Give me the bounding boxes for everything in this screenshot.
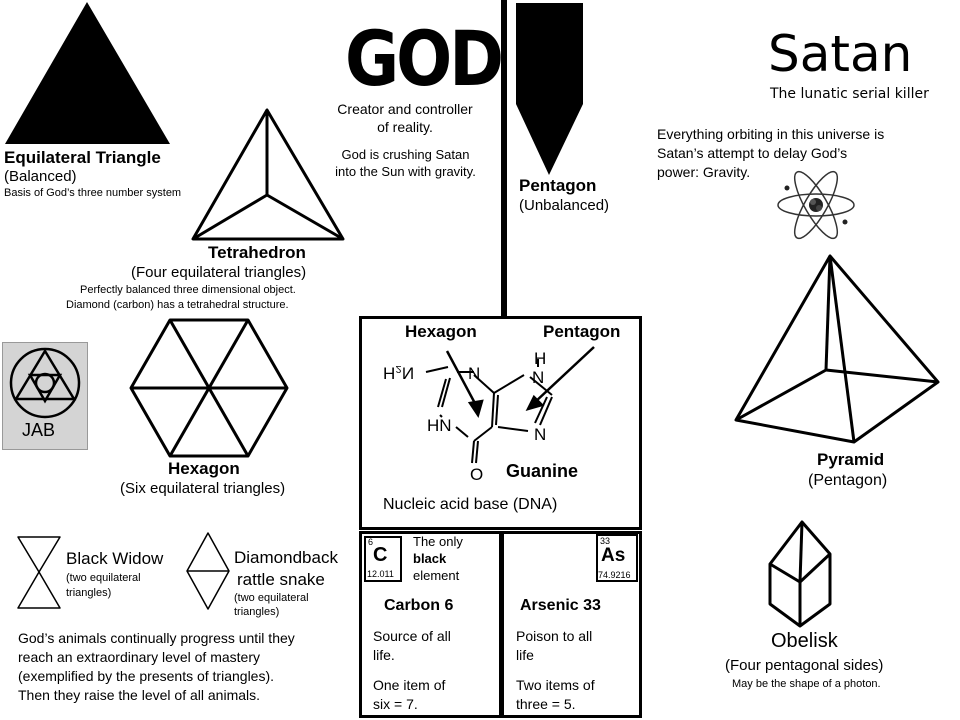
- carbon-desc1: Source of all: [373, 628, 451, 644]
- carbon-number: 6: [368, 537, 374, 547]
- jab-label: JAB: [22, 420, 56, 440]
- hexagon-icon: [129, 318, 289, 458]
- tetrahedron-note1: Perfectly balanced three dimensional obj…: [80, 284, 296, 296]
- widow-title: Black Widow: [66, 549, 164, 568]
- god-desc3: God is crushing Satan: [341, 147, 470, 162]
- god-desc2: of reality.: [377, 119, 433, 135]
- equilateral-note: Basis of God’s three number system: [4, 187, 182, 199]
- atom-h2n: H₂N: [383, 363, 415, 383]
- carbon-note1: The only: [413, 534, 463, 549]
- arsenic-desc1: Poison to all: [516, 628, 593, 644]
- atom-h-top: H: [534, 349, 547, 368]
- satan-title: Satan: [768, 25, 913, 83]
- pyramid-sub: (Pentagon): [808, 472, 888, 489]
- animals-para2: reach an extraordinary level of mastery: [18, 649, 260, 665]
- guanine-label: Guanine: [506, 461, 579, 481]
- hexagon-title: Hexagon: [168, 459, 240, 478]
- tetrahedron-icon: [191, 108, 345, 241]
- arsenic-element-tile: [596, 534, 638, 582]
- center-divider: [501, 0, 507, 318]
- pyramid-icon: [734, 254, 940, 444]
- guanine-molecule-icon: [425, 346, 595, 464]
- arsenic-symbol: As: [601, 545, 626, 566]
- carbon-note2: black: [413, 551, 447, 566]
- tetrahedron-title: Tetrahedron: [208, 243, 306, 262]
- equilateral-sub: (Balanced): [4, 168, 77, 185]
- tetrahedron-sub: (Four equilateral triangles): [131, 264, 307, 281]
- carbon-element-tile: [364, 536, 402, 582]
- satan-subtitle: The lunatic serial killer: [770, 86, 929, 102]
- dna-hexagon-label: Hexagon: [405, 322, 477, 341]
- pentagon-title: Pentagon: [519, 176, 597, 195]
- hourglass-icon: [17, 536, 61, 609]
- pentagon-sub: (Unbalanced): [519, 197, 610, 214]
- satan-desc1: Everything orbiting in this universe is: [657, 126, 885, 142]
- snake-sub1: (two equilateral: [234, 592, 309, 604]
- jab-box: [2, 342, 88, 450]
- snake-sub2: triangles): [234, 606, 280, 618]
- satan-desc3: power: Gravity.: [657, 164, 751, 180]
- carbon-title: Carbon 6: [384, 597, 454, 614]
- widow-sub1: (two equilateral: [66, 572, 141, 584]
- jab-emblem-icon: [9, 347, 81, 419]
- tetrahedron-note2: Diamond (carbon) has a tetrahedral struc…: [66, 299, 289, 311]
- pyramid-title: Pyramid: [817, 450, 885, 469]
- dna-pentagon-label: Pentagon: [543, 322, 621, 341]
- animals-para4: Then they raise the level of all animals…: [18, 687, 261, 703]
- obelisk-sub: (Four pentagonal sides): [725, 657, 884, 674]
- obelisk-note: May be the shape of a photon.: [732, 678, 881, 690]
- arsenic-mass: 74.9216: [598, 570, 631, 580]
- equilateral-title: Equilateral Triangle: [4, 148, 161, 167]
- atom-hn: HN: [427, 416, 452, 435]
- animals-para1: God’s animals continually progress until…: [18, 630, 295, 646]
- carbon-box: [359, 531, 502, 718]
- snake-title1: Diamondback: [234, 548, 338, 567]
- carbon-desc3: One item of: [373, 677, 446, 693]
- arsenic-desc2: life: [516, 647, 534, 663]
- carbon-desc2: life.: [373, 647, 395, 663]
- arsenic-desc4: three = 5.: [516, 696, 576, 712]
- arsenic-desc3: Two items of: [516, 677, 595, 693]
- pentagon-icon: [516, 3, 583, 175]
- carbon-symbol: C: [373, 544, 388, 566]
- equilateral-triangle-icon: [5, 2, 170, 144]
- arsenic-number: 33: [600, 536, 611, 546]
- carbon-note3: element: [413, 568, 460, 583]
- atom-n-right-top: N: [532, 368, 545, 387]
- atom-o: O: [470, 465, 484, 484]
- atom-n-top: N: [468, 364, 481, 383]
- carbon-mass: 12.011: [367, 569, 394, 579]
- obelisk-title: Obelisk: [771, 630, 838, 652]
- god-title: GOD: [345, 14, 504, 104]
- god-desc4: into the Sun with gravity.: [335, 164, 476, 179]
- satan-desc2: Satan’s attempt to delay God’s: [657, 145, 848, 161]
- animals-para3: (exemplified by the presents of triangle…: [18, 668, 275, 684]
- dna-box: [359, 316, 642, 530]
- obelisk-icon: [768, 520, 832, 628]
- dna-caption: Nucleic acid base (DNA): [383, 496, 558, 513]
- arsenic-title: Arsenic 33: [520, 597, 601, 614]
- snake-title2: rattle snake: [237, 570, 325, 589]
- atom-n-right: N: [534, 425, 547, 444]
- widow-sub2: triangles): [66, 587, 112, 599]
- diamond-icon: [186, 532, 230, 610]
- arsenic-box: [501, 531, 642, 718]
- hexagon-sub: (Six equilateral triangles): [120, 480, 286, 497]
- god-desc1: Creator and controller: [337, 101, 473, 117]
- carbon-desc4: six = 7.: [373, 696, 418, 712]
- atom-icon: [777, 170, 855, 240]
